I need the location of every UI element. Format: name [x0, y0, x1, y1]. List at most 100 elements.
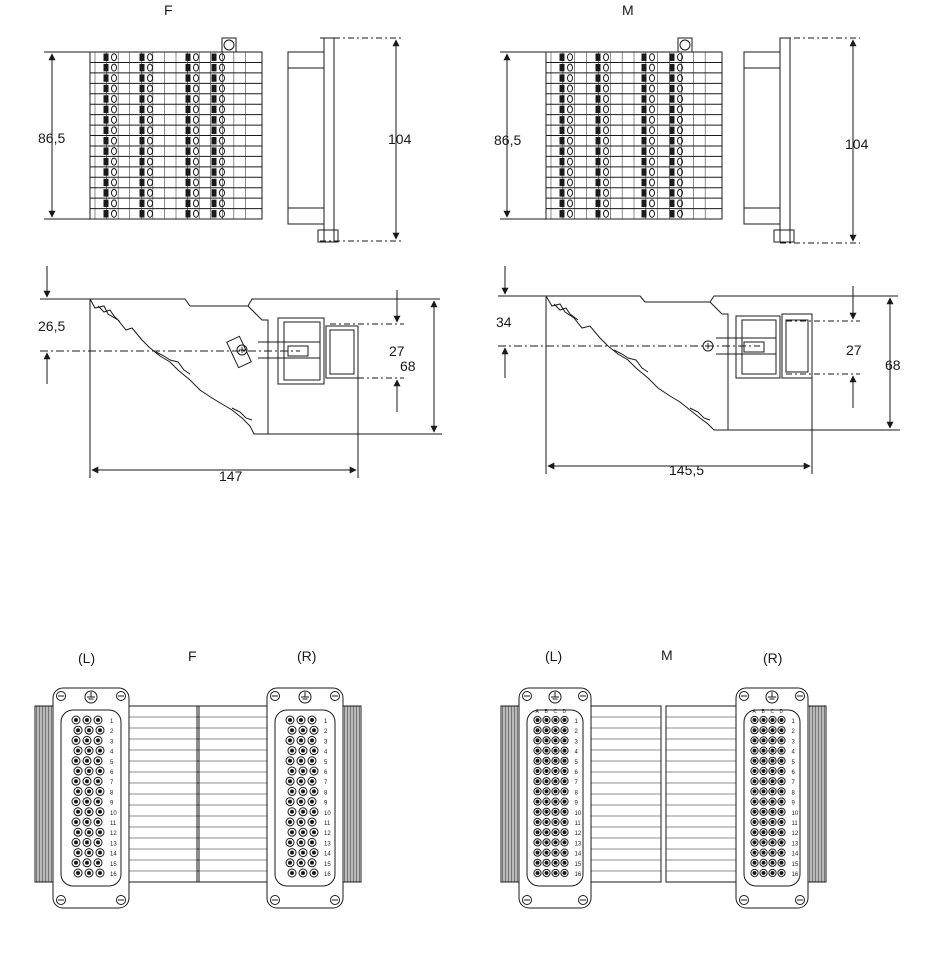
contact-pin-center — [290, 728, 294, 733]
contact-pin — [82, 858, 92, 868]
terminal-screw — [219, 74, 225, 83]
terminal-screw — [193, 126, 199, 135]
contact-pin — [296, 776, 306, 786]
contact-pin — [551, 868, 560, 878]
contact-pin — [285, 817, 295, 827]
contact-pin — [542, 777, 551, 786]
terminal-screw — [147, 168, 153, 177]
contact-pin — [542, 766, 551, 776]
dimension-145-5 — [545, 297, 813, 474]
corner-screw — [56, 895, 66, 905]
row-number: 8 — [324, 790, 328, 796]
contact-pin — [71, 776, 81, 786]
contact-pin — [95, 766, 105, 776]
ground-terminal — [677, 37, 693, 53]
contact-pin — [777, 868, 786, 878]
corner-screw — [522, 691, 532, 701]
row-number: 11 — [324, 821, 331, 827]
contact-pin-center — [770, 850, 775, 855]
contact-pin — [307, 817, 317, 827]
contact-pin — [768, 828, 777, 837]
terminal-screw — [147, 115, 153, 124]
contact-pin — [750, 726, 759, 735]
contact-pin — [93, 797, 103, 807]
dimension-26-5 — [40, 266, 300, 384]
contact-pin — [309, 725, 319, 735]
contact-pin-center — [299, 738, 303, 743]
contact-pin-center — [87, 809, 91, 814]
contact-pin — [542, 868, 551, 878]
terminal-screw — [603, 84, 609, 93]
contact-pin-center — [310, 738, 314, 743]
contact-pin-center — [553, 809, 558, 814]
contact-pin-center — [752, 809, 757, 814]
contact-pin-center — [76, 809, 80, 814]
terminal-screw — [193, 94, 199, 103]
contact-pin-center — [770, 738, 775, 743]
contact-pin-center — [544, 738, 549, 743]
contact-pin-center — [553, 738, 558, 743]
corner-screw — [270, 691, 280, 701]
contact-pin-center — [290, 789, 294, 794]
contact-pin-center — [544, 789, 549, 794]
contact-pin-center — [310, 718, 314, 722]
contact-pin — [307, 776, 317, 786]
contact-pin — [542, 797, 551, 806]
contact-pin — [750, 807, 759, 816]
contact-pin-center — [310, 840, 314, 845]
terminal-screw — [147, 74, 153, 83]
row-number: 11 — [575, 821, 582, 827]
contact-pin — [560, 807, 569, 816]
contact-pin-center — [74, 758, 78, 763]
contact-pin-center — [770, 830, 775, 835]
contact-pin — [296, 715, 306, 725]
terminal-screw — [649, 209, 655, 218]
contact-pin — [750, 848, 759, 857]
terminal-screw — [219, 147, 225, 156]
contact-pin — [533, 817, 542, 827]
contact-pin — [777, 736, 786, 745]
contact-pin-center — [752, 871, 757, 875]
contact-pin-center — [544, 718, 549, 722]
contact-pin — [95, 848, 105, 858]
contact-pin — [750, 868, 759, 878]
contact-pin-center — [761, 789, 766, 794]
contact-pin — [551, 807, 560, 816]
terminal-screw — [649, 147, 655, 156]
row-number: 10 — [324, 811, 331, 817]
contact-pin — [768, 817, 777, 827]
housing-outline — [266, 687, 344, 909]
terminal-screw — [567, 94, 573, 103]
contact-pin-center — [301, 830, 305, 835]
contact-pin — [777, 746, 786, 755]
terminal-screw — [603, 63, 609, 72]
contact-pin-center — [312, 830, 316, 835]
row-number: 12 — [575, 831, 582, 837]
contact-pin — [285, 735, 295, 745]
row-number: 9 — [324, 801, 328, 807]
row-number: 16 — [575, 872, 582, 878]
contact-pin — [73, 766, 83, 776]
contact-pin — [84, 766, 94, 776]
terminal-screw — [219, 115, 225, 124]
contact-pin-center — [761, 871, 766, 875]
contact-pin-center — [96, 860, 100, 865]
contact-pin — [759, 807, 768, 816]
contact-pin — [551, 828, 560, 837]
terminal-screw — [219, 168, 225, 177]
contact-pin — [777, 828, 786, 837]
contact-pin-center — [288, 799, 292, 804]
contact-pin-center — [779, 718, 784, 722]
contact-pin — [84, 807, 94, 817]
contact-pin-center — [312, 850, 316, 855]
contact-pin-center — [779, 830, 784, 835]
contact-pin-center — [96, 799, 100, 804]
terminal-screw — [147, 199, 153, 208]
terminal-screw — [219, 188, 225, 197]
column-letter: D — [563, 709, 567, 715]
row-number: 2 — [575, 729, 579, 735]
contact-pin — [542, 848, 551, 857]
contact-pin-center — [770, 820, 775, 824]
